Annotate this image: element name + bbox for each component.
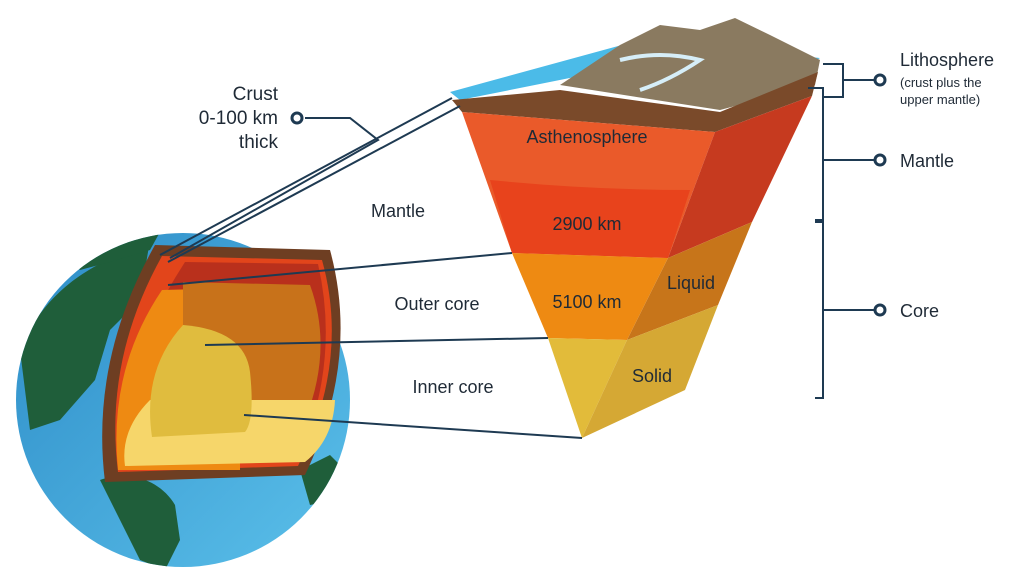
globe	[16, 233, 350, 567]
mantle-label: Mantle	[371, 201, 425, 221]
lithosphere-note-line1: (crust plus the	[900, 75, 982, 90]
core-bracket-label: Core	[900, 301, 939, 321]
inner-core-label: Inner core	[412, 377, 493, 397]
outer-core-layer	[512, 253, 668, 340]
depth-2900-label: 2900 km	[552, 214, 621, 234]
liquid-label: Liquid	[667, 273, 715, 293]
crust-label-line1: Crust	[233, 84, 279, 105]
label-markers	[290, 73, 887, 317]
asthenosphere-label: Asthenosphere	[526, 127, 647, 147]
lithosphere-marker-icon	[873, 73, 887, 87]
mantle-marker-icon	[873, 153, 887, 167]
globe-inner-core	[150, 325, 252, 437]
crust-marker-icon	[290, 111, 304, 125]
solid-label: Solid	[632, 366, 672, 386]
crust-label-line3: thick	[239, 132, 279, 153]
crust-label-line2: 0-100 km	[199, 108, 278, 129]
lithosphere-note-line2: upper mantle)	[900, 92, 980, 107]
outer-core-label: Outer core	[394, 294, 479, 314]
core-marker-icon	[873, 303, 887, 317]
cross-section-wedge	[450, 18, 820, 438]
brackets	[808, 63, 875, 399]
lithosphere-label: Lithosphere	[900, 50, 994, 70]
mountains	[560, 18, 820, 110]
depth-5100-label: 5100 km	[552, 292, 621, 312]
connector-lines	[159, 97, 583, 439]
crust-layer	[452, 72, 818, 132]
inner-core-layer	[548, 338, 627, 438]
mantle-bracket-label: Mantle	[900, 151, 954, 171]
